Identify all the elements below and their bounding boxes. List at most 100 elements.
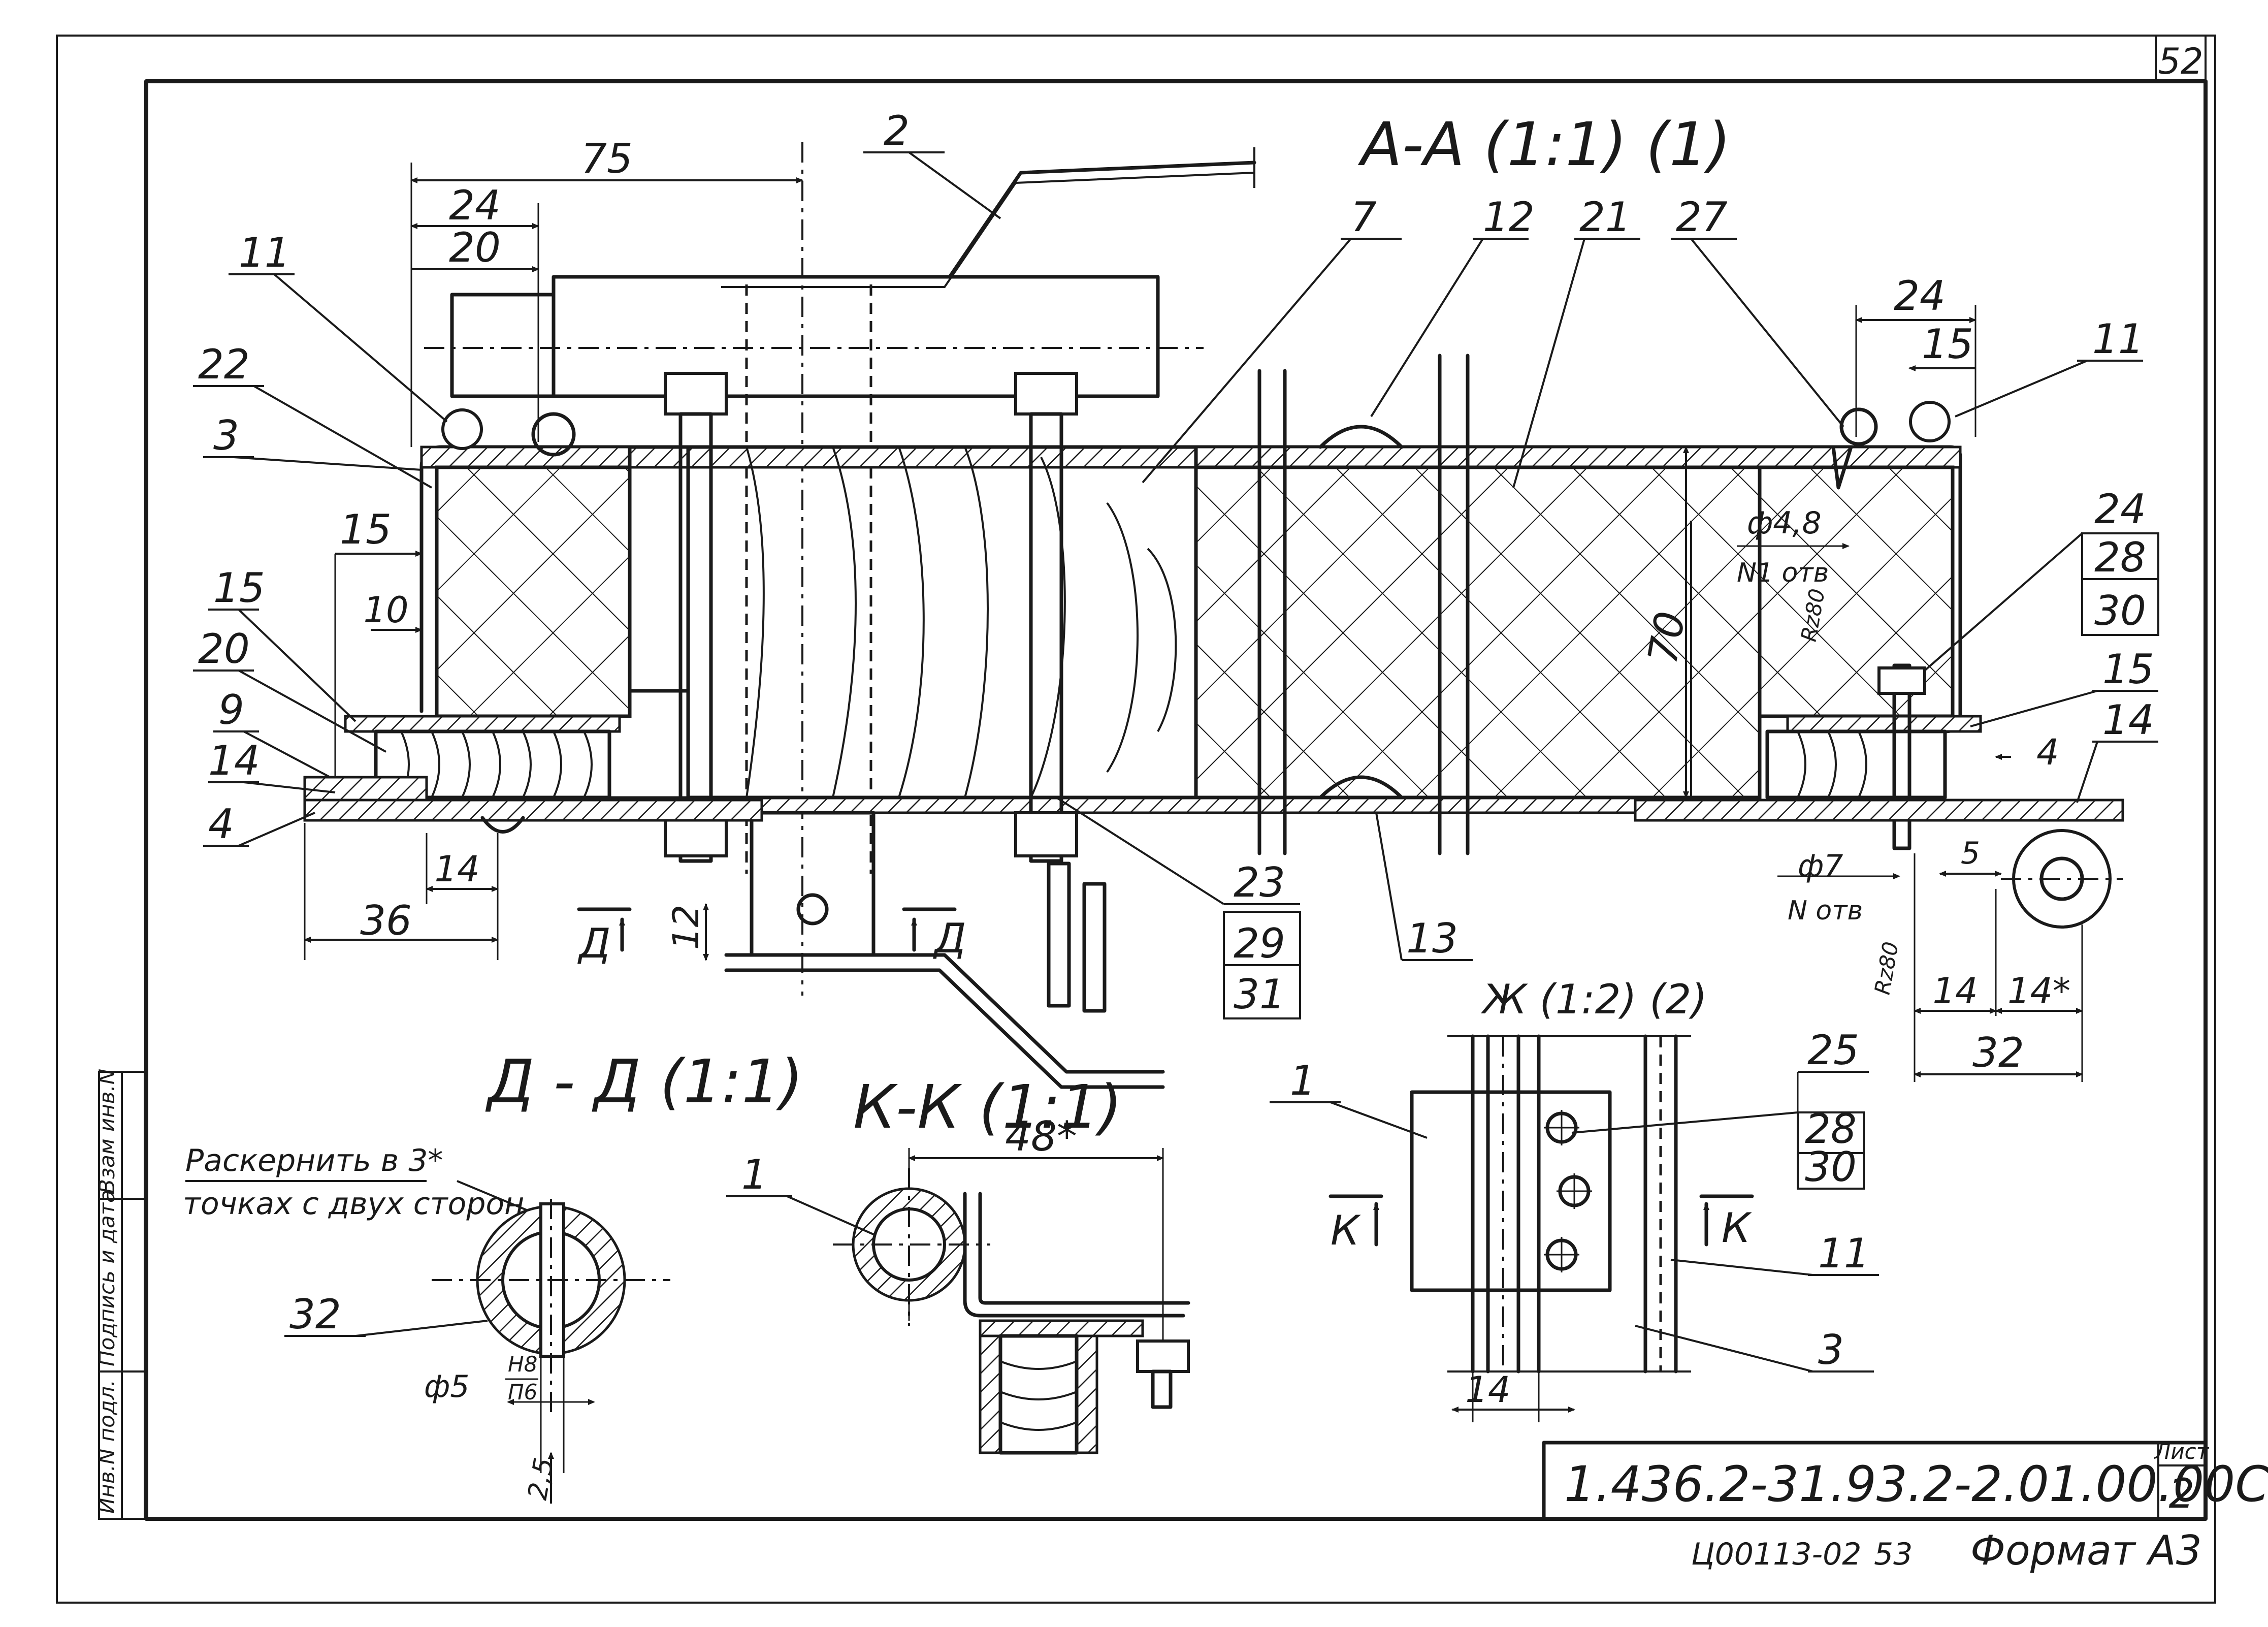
section-aa-annotations: 75 24 20 15 10 36 14 12 70 24 15 ф4 bbox=[193, 107, 2159, 1082]
sheet-number: 2 bbox=[2169, 1470, 2195, 1517]
svg-text:12: 12 bbox=[1483, 194, 1535, 241]
callout-2: 2 bbox=[863, 107, 1001, 219]
dim-10: 10 bbox=[363, 589, 408, 631]
view-zh-title: Ж (1:2) (2) bbox=[1480, 976, 1707, 1023]
section-kk: К-К (1:1) 48* 1 bbox=[726, 1072, 1190, 1455]
insulation-center bbox=[1194, 465, 1762, 800]
callout-13: 13 bbox=[1375, 812, 1473, 962]
format-label: Формат А3 bbox=[1970, 1527, 2202, 1574]
insulation-left bbox=[435, 465, 632, 718]
stamp-replaced-label: Взам инв.N bbox=[94, 1069, 119, 1194]
kk-dim-48: 48* bbox=[1005, 1113, 1077, 1160]
dim-75: 75 bbox=[581, 135, 633, 182]
dd-note-line1: Раскернить в 3* bbox=[185, 1143, 443, 1178]
roller-right bbox=[2001, 829, 2123, 929]
bolt-right bbox=[1014, 372, 1078, 863]
hole-bottom-note: N отв bbox=[1788, 896, 1863, 926]
zh-callout-1: 1 bbox=[1290, 1057, 1316, 1104]
callout-11-left: 11 bbox=[229, 229, 448, 423]
cut-mark-d: Д Д bbox=[577, 907, 966, 967]
svg-text:28: 28 bbox=[2094, 534, 2146, 581]
dim-15-left: 15 bbox=[340, 506, 392, 553]
dim-15-right: 15 bbox=[1922, 321, 1973, 368]
callout-12: 12 bbox=[1370, 194, 1535, 418]
sheet-label: Лист bbox=[2154, 1439, 2210, 1464]
seal-top bbox=[1318, 425, 1404, 449]
callout-3-left: 3 bbox=[203, 412, 422, 471]
rivet-tube-left bbox=[441, 408, 483, 450]
svg-text:22: 22 bbox=[198, 341, 250, 388]
hinge-plate bbox=[1410, 1090, 1612, 1292]
cut-mark-d-right: Д bbox=[933, 915, 966, 962]
callout-21: 21 bbox=[1512, 194, 1640, 488]
top-skin bbox=[420, 445, 1962, 469]
dd-fit-upper: H8 bbox=[508, 1352, 537, 1377]
zh-callout-28: 28 bbox=[1805, 1105, 1857, 1153]
dim-20: 20 bbox=[449, 224, 501, 271]
dim-32: 32 bbox=[1972, 1029, 2024, 1076]
kk-roll bbox=[998, 1334, 1079, 1455]
rivet-tube-right bbox=[1909, 401, 1951, 442]
callout-22: 22 bbox=[193, 341, 432, 489]
svg-text:31: 31 bbox=[1234, 971, 1285, 1018]
callout-23-29-31: 23 29 31 bbox=[1055, 796, 1301, 1019]
svg-text:14: 14 bbox=[208, 737, 260, 784]
dim-5: 5 bbox=[1961, 836, 1980, 871]
flange-right bbox=[1634, 799, 2124, 822]
callout-24-28-30: 24 28 30 bbox=[1924, 486, 2159, 672]
hole-top-diameter: ф4,8 bbox=[1747, 505, 1822, 541]
svg-text:29: 29 bbox=[1234, 920, 1285, 967]
dim-14-a: 14 bbox=[1932, 970, 1978, 1012]
dim-14-b: 14* bbox=[2007, 970, 2070, 1012]
hinge-leaf bbox=[963, 1192, 1185, 1318]
hole-bottom-diameter: ф7 bbox=[1798, 848, 1843, 884]
title-block: 1.436.2-31.93.2-2.01.00.00СБ Лист 2 Ц001… bbox=[1542, 1439, 2268, 1574]
callout-14-left: 14 bbox=[208, 737, 336, 793]
section-dd: Д - Д (1:1) Раскернить в 3* точках с дву… bbox=[183, 1046, 803, 1504]
dim-70: 70 bbox=[1639, 608, 1694, 667]
callout-15-right: 15 bbox=[1970, 646, 2158, 727]
copy-code: Ц00113-02 bbox=[1691, 1537, 1861, 1572]
cut-mark-k-left: К bbox=[1331, 1207, 1361, 1254]
view-zh: Ж (1:2) (2) 1 25 28 30 11 3 14 bbox=[1270, 976, 1879, 1422]
stamp-inventory-label: Инв.N подл. bbox=[94, 1380, 119, 1514]
page-number-box bbox=[2155, 35, 2207, 82]
dim-24-right: 24 bbox=[1894, 272, 1946, 320]
zh-callout-30: 30 bbox=[1805, 1143, 1857, 1191]
roll-right bbox=[1765, 729, 1947, 800]
dd-dim-25: 2,5 bbox=[523, 1455, 560, 1502]
section-dd-title: Д - Д (1:1) bbox=[485, 1046, 803, 1116]
bolt-small-right bbox=[1892, 663, 1911, 850]
dim-14-bottom: 14 bbox=[434, 848, 479, 890]
svg-text:13: 13 bbox=[1406, 915, 1458, 962]
seal-bottom bbox=[1318, 775, 1404, 800]
svg-text:14: 14 bbox=[2102, 696, 2154, 744]
callout-20: 20 bbox=[193, 625, 386, 753]
svg-text:23: 23 bbox=[1234, 859, 1285, 906]
zh-dim-14: 14 bbox=[1465, 1369, 1510, 1411]
dim-24-left: 24 bbox=[449, 182, 501, 229]
svg-text:24: 24 bbox=[2094, 486, 2146, 533]
hole-top-note: N1 отв bbox=[1737, 558, 1829, 588]
flange-left bbox=[303, 799, 763, 822]
svg-text:30: 30 bbox=[2094, 587, 2146, 634]
dd-fit-dim: ф5 bbox=[424, 1369, 469, 1405]
dim-12: 12 bbox=[665, 905, 707, 950]
svg-text:20: 20 bbox=[198, 625, 250, 673]
side-stamp-column: Инв.N подл. Подпись и дата Взам инв.N bbox=[94, 1069, 146, 1520]
section-aa-title: А-А (1:1) (1) bbox=[1357, 109, 1731, 179]
sheet-frame: 52 bbox=[56, 35, 2216, 1604]
zh-callout-3: 3 bbox=[1818, 1326, 1844, 1374]
callout-9: 9 bbox=[213, 686, 331, 778]
wooden-insert bbox=[686, 445, 1198, 800]
section-aa: А-А (1:1) (1) bbox=[303, 109, 2124, 1089]
kk-callout-1: 1 bbox=[741, 1151, 767, 1198]
dim-4-right: 4 bbox=[2036, 731, 2059, 773]
dim-36: 36 bbox=[360, 897, 412, 944]
callout-15-left: 15 bbox=[208, 564, 357, 722]
callout-27: 27 bbox=[1671, 194, 1844, 428]
bracket-lower bbox=[724, 953, 1165, 1074]
svg-text:15: 15 bbox=[2102, 646, 2154, 693]
dd-callout-32: 32 bbox=[289, 1291, 341, 1338]
